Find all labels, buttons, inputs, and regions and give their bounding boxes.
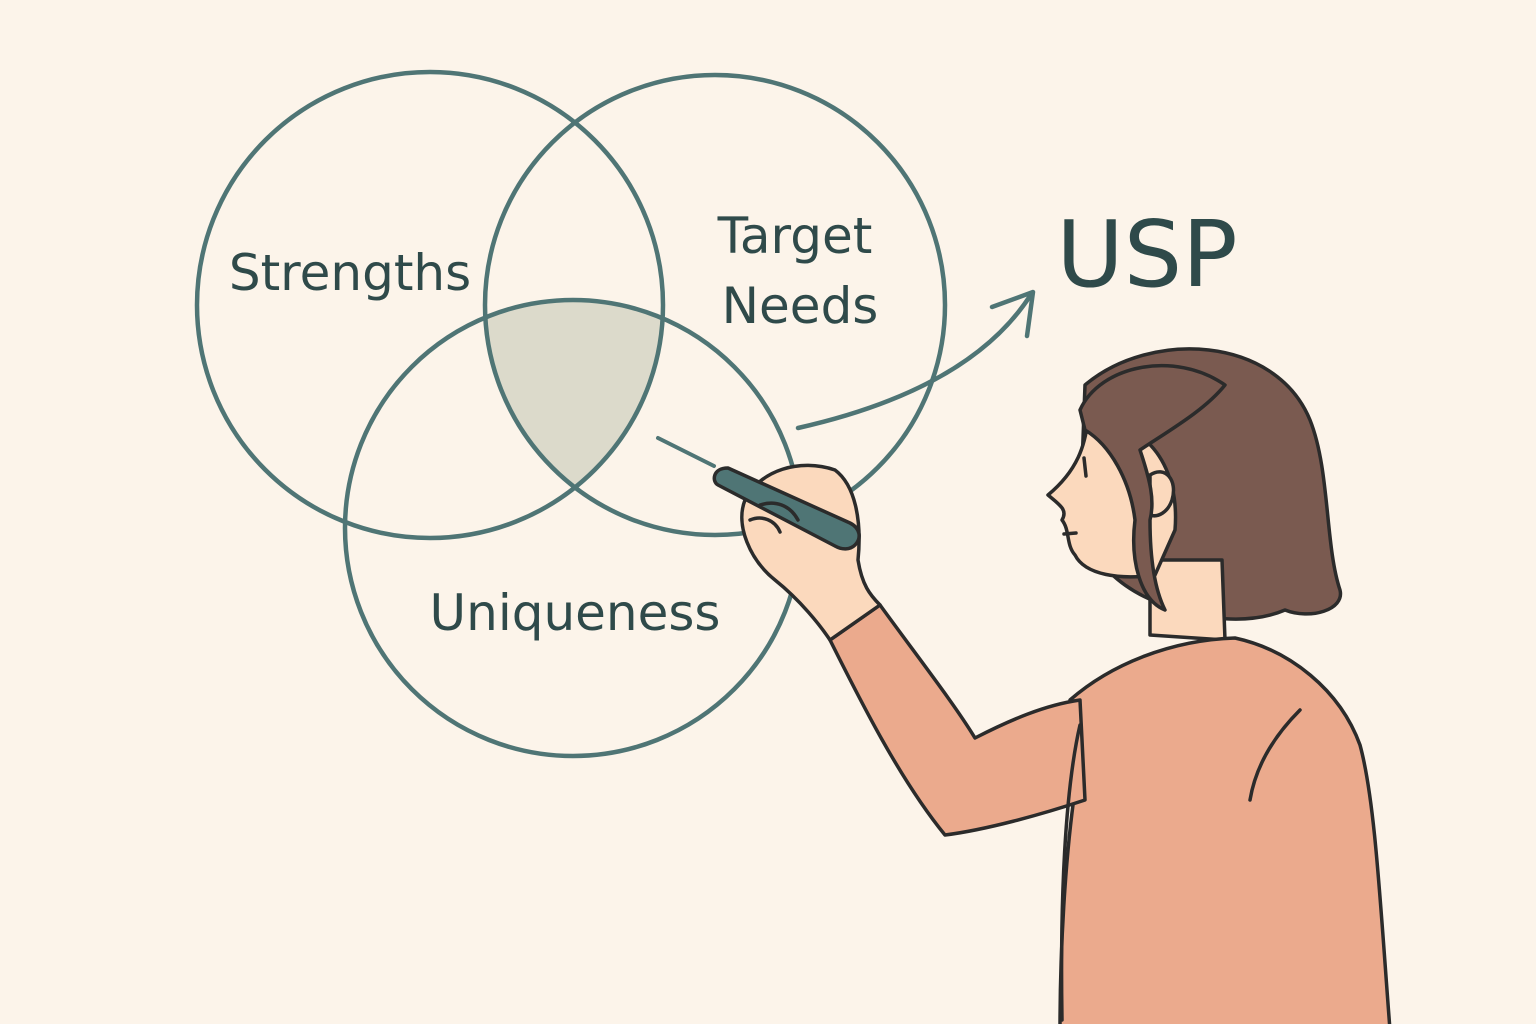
arrow-curve xyxy=(795,293,1033,431)
hair-front xyxy=(1078,363,1227,612)
arrow-head-icon xyxy=(989,289,1036,339)
finger-line-1 xyxy=(758,501,800,522)
sweater xyxy=(1058,636,1392,1024)
woman-figure xyxy=(656,347,1392,1024)
sweater-fold-right xyxy=(1248,708,1302,802)
target-label: Target xyxy=(717,207,873,265)
sweater-fold-left xyxy=(1059,723,1082,1022)
circle-target-needs xyxy=(482,72,948,538)
ear xyxy=(1148,470,1176,518)
strengths-label: Strengths xyxy=(229,244,471,302)
circle-strengths xyxy=(194,69,666,541)
usp-intersection xyxy=(485,300,663,535)
intersection-group xyxy=(485,300,663,535)
usp-label: USP xyxy=(1056,201,1237,308)
needs-label: Needs xyxy=(722,277,879,335)
sweater-sleeve xyxy=(828,603,1087,837)
uniqueness-label: Uniqueness xyxy=(430,584,721,642)
marker-stroke xyxy=(656,436,716,468)
mouth xyxy=(1062,531,1078,536)
finger-line-2 xyxy=(748,516,782,534)
eye xyxy=(1082,456,1088,478)
